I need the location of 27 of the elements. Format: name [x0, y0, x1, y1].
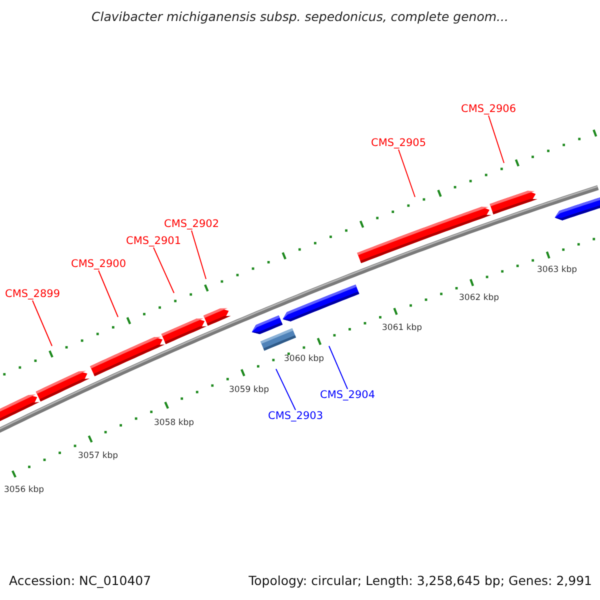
info-text: Topology: circular; Length: 3,258,645 bp; Genes: 2,991	[248, 575, 592, 588]
title: Clavibacter michiganensis subsp. sepedonicus, complete genom...	[90, 11, 510, 24]
scale-label: 3059 kbp	[229, 386, 270, 394]
gene-label: CMS_2903	[268, 411, 324, 422]
leader-line	[153, 247, 174, 294]
leader-line	[488, 115, 504, 164]
gene-label: CMS_2901	[126, 236, 182, 246]
scale-label: 3058 kbp	[154, 419, 194, 428]
leader-line	[32, 300, 52, 346]
gene-label: CMS_2902	[164, 219, 220, 230]
scale-label: 3060 kbp	[284, 355, 324, 364]
gene-label: CMS_2905	[371, 138, 426, 148]
scale-label: 3056 kbp	[4, 486, 44, 494]
gene-label: CMS_2906	[461, 104, 516, 114]
info-text: Accession: NC_010407	[9, 575, 152, 588]
gene-label: CMS_2904	[320, 390, 376, 400]
scale-label: 3057 kbp	[78, 452, 118, 460]
leader-line	[328, 346, 348, 390]
scale-label: 3062 kbp	[459, 294, 500, 302]
scale-label: 3061 kbp	[382, 324, 422, 332]
leader-line	[276, 368, 296, 410]
gene-label: CMS_2899	[5, 289, 60, 300]
leader-line	[98, 270, 118, 318]
leader-line	[191, 230, 206, 280]
gene-label: CMS_2900	[71, 259, 126, 270]
leader-line	[398, 149, 416, 198]
scale-label: 3063 kbp	[537, 266, 578, 274]
